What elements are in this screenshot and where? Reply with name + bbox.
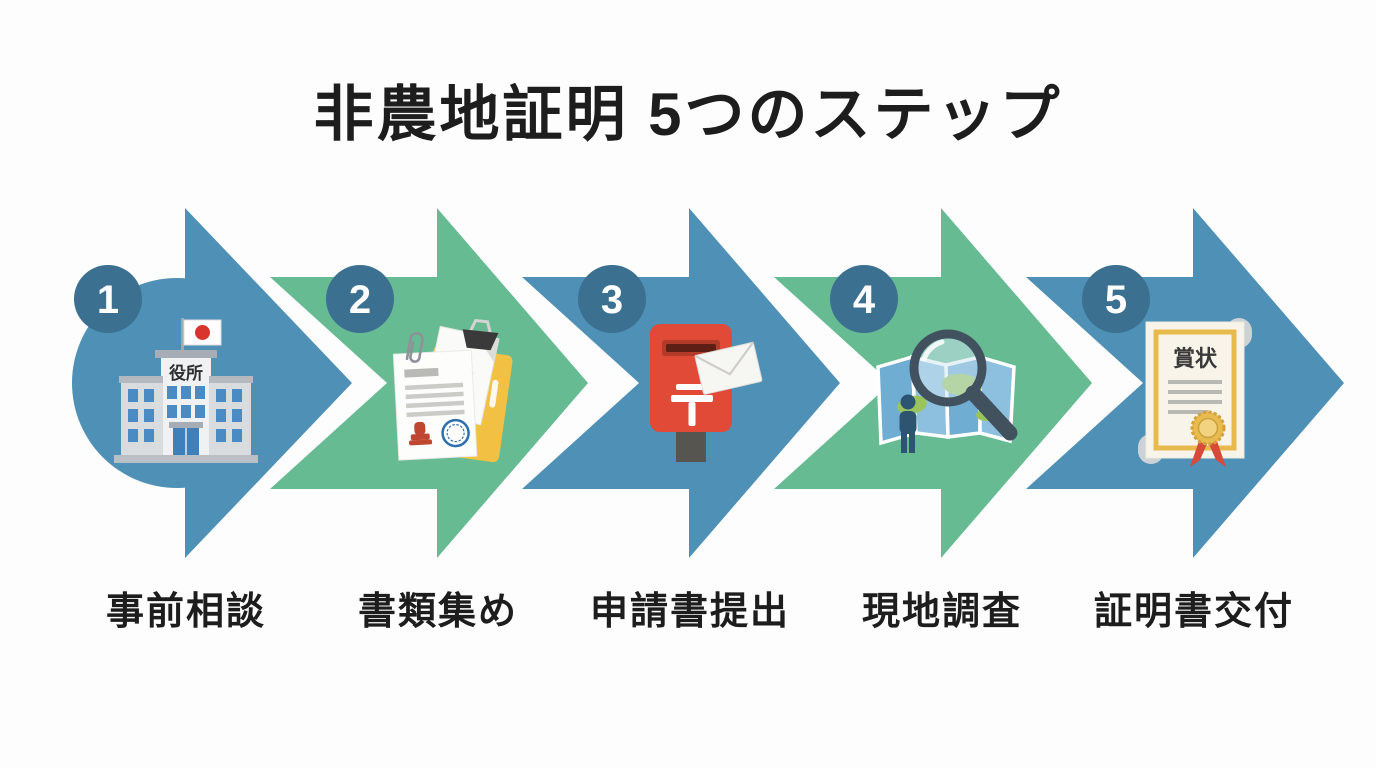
step-1-badge: 1 <box>74 265 142 333</box>
step-3-badge: 3 <box>578 265 646 333</box>
magnifier <box>909 329 1018 441</box>
paperclip <box>405 331 424 363</box>
person-figure <box>899 394 917 453</box>
medal-ribbons <box>1190 438 1226 467</box>
step-5-number: 5 <box>1105 278 1127 322</box>
step-5-badge: 5 <box>1082 265 1150 333</box>
postal-mark <box>671 384 713 426</box>
certificate-frame <box>1153 329 1237 451</box>
map-magnifier-icon <box>870 325 1030 470</box>
step-3-number: 3 <box>601 278 623 322</box>
step-4-label: 現地調査 <box>861 591 1023 633</box>
envelope <box>694 341 763 395</box>
step-3-label: 申請書提出 <box>589 591 791 633</box>
postbox-leg <box>676 432 706 462</box>
postbox-icon <box>640 318 765 473</box>
wing-windows <box>128 389 242 442</box>
documents-icon <box>382 318 517 476</box>
step-2-number: 2 <box>349 278 371 322</box>
step-4-badge: 4 <box>830 265 898 333</box>
step-1-label: 事前相談 <box>105 591 267 633</box>
seal-stamp <box>441 418 470 448</box>
city-hall-icon: 役所 <box>111 318 261 463</box>
japan-flag <box>181 318 222 352</box>
step-1-number: 1 <box>97 278 119 322</box>
city-hall-sign: 役所 <box>169 363 203 383</box>
step-4-number: 4 <box>853 278 876 322</box>
page-title: 非農地証明 5つのステップ <box>313 81 1063 148</box>
front-paper <box>392 349 478 461</box>
certificate-icon: 賞状 <box>1130 316 1260 474</box>
certificate-heading: 賞状 <box>1173 346 1218 371</box>
step-2-label: 書類集め <box>357 591 519 633</box>
hanko-stamp <box>409 421 433 446</box>
binder-clip <box>462 318 499 351</box>
step-5-label: 証明書交付 <box>1093 591 1295 633</box>
certificate-lines <box>1168 380 1222 414</box>
tower-windows <box>167 386 205 418</box>
medal-rosette <box>1190 410 1226 446</box>
step-2-badge: 2 <box>326 265 394 333</box>
mail-slot <box>666 344 716 352</box>
